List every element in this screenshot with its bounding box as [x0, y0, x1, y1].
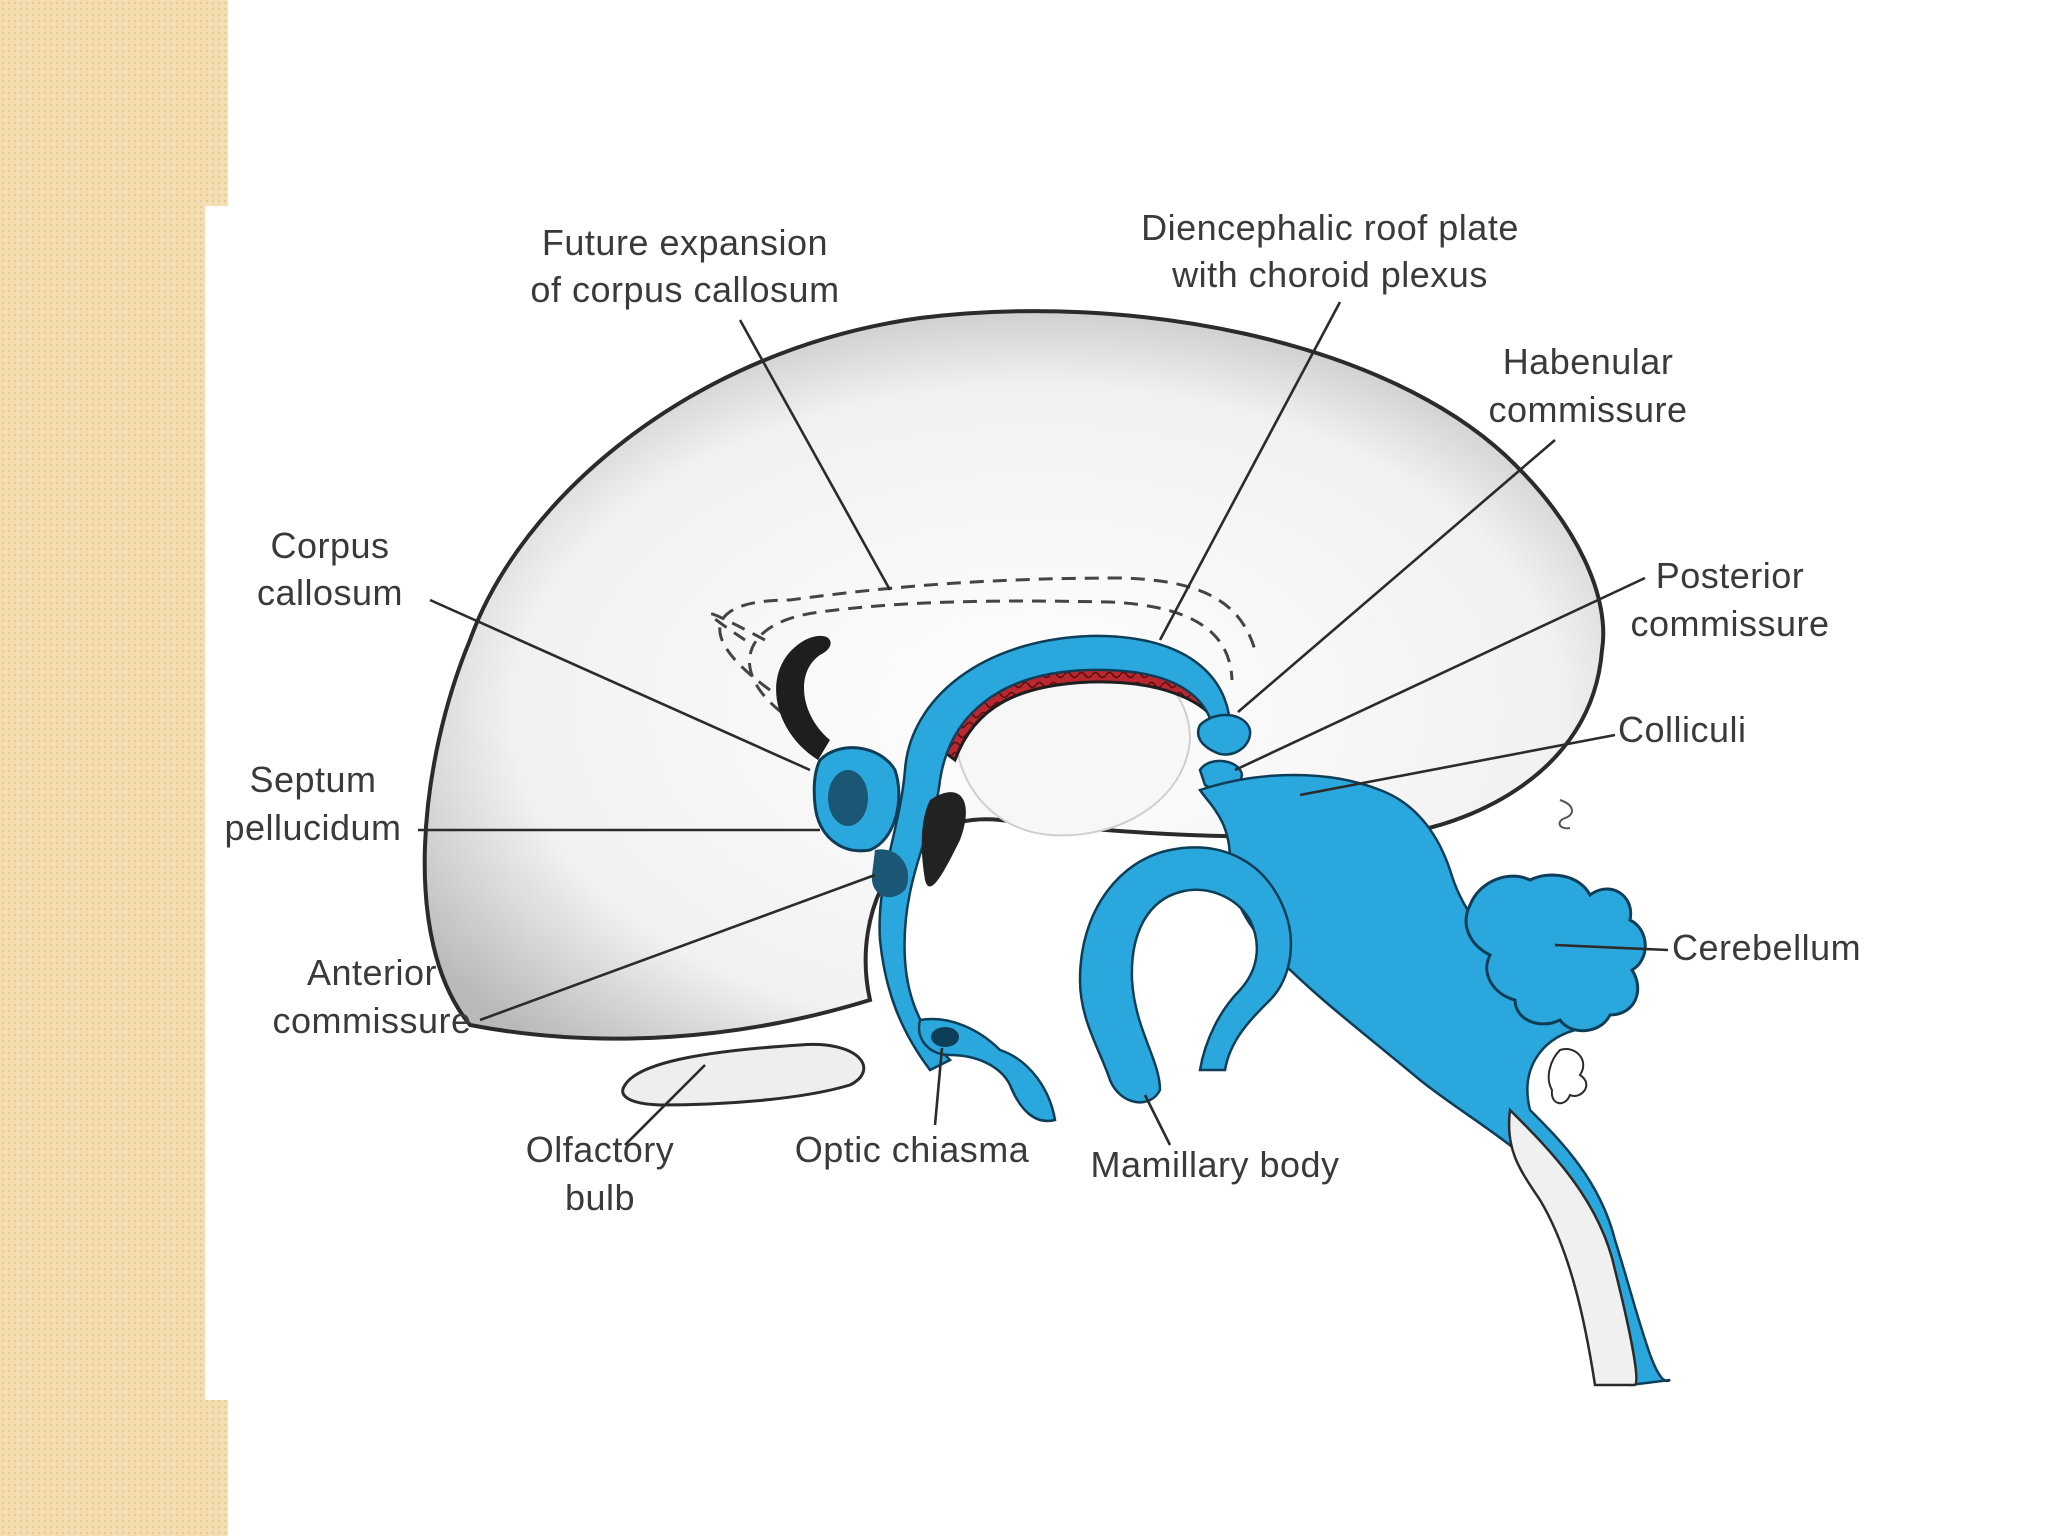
label-habenular: Habenular commissure	[1488, 341, 1687, 430]
label-mamillary-body: Mamillary body	[1090, 1144, 1339, 1185]
label-olfactory: Olfactory bulb	[526, 1129, 675, 1218]
label-septum-line1: Septum	[249, 759, 376, 800]
label-posterior-line1: Posterior	[1656, 555, 1805, 596]
label-corpus-callosum-line2: callosum	[257, 572, 403, 613]
choroid-fourth-ventricle	[1549, 1049, 1587, 1103]
label-olfactory-line1: Olfactory	[526, 1129, 675, 1170]
label-cerebellum: Cerebellum	[1672, 927, 1861, 968]
label-future-expansion-line2: of corpus callosum	[530, 269, 839, 310]
label-anterior-line2: commissure	[272, 1000, 471, 1041]
label-colliculi: Colliculi	[1618, 709, 1747, 750]
label-anterior-line1: Anterior	[307, 952, 437, 993]
label-future-expansion-line1: Future expansion	[542, 222, 828, 263]
squiggle-mark	[1560, 800, 1572, 828]
label-corpus-callosum: Corpus callosum	[257, 525, 403, 613]
label-future-expansion: Future expansion of corpus callosum	[530, 222, 839, 310]
label-corpus-callosum-line1: Corpus	[270, 525, 389, 566]
label-optic-chiasma: Optic chiasma	[795, 1129, 1030, 1170]
label-septum: Septum pellucidum	[224, 759, 401, 848]
label-diencephalic-roof: Diencephalic roof plate with choroid ple…	[1141, 207, 1519, 295]
label-diencephalic-roof-line1: Diencephalic roof plate	[1141, 207, 1519, 248]
label-habenular-line1: Habenular	[1503, 341, 1674, 382]
leader-mamillary	[1145, 1095, 1170, 1145]
olfactory-bulb	[623, 1044, 864, 1105]
optic-chiasma-dot	[931, 1027, 959, 1047]
mesencephalic-loop	[1080, 847, 1291, 1102]
label-septum-line2: pellucidum	[224, 807, 401, 848]
label-posterior-line2: commissure	[1630, 603, 1829, 644]
label-posterior: Posterior commissure	[1630, 555, 1829, 644]
label-olfactory-line2: bulb	[565, 1177, 635, 1218]
label-habenular-line2: commissure	[1488, 389, 1687, 430]
septum-pellucidum-dark	[828, 770, 868, 826]
dark-lamina	[922, 792, 966, 886]
label-diencephalic-roof-line2: with choroid plexus	[1171, 254, 1488, 295]
